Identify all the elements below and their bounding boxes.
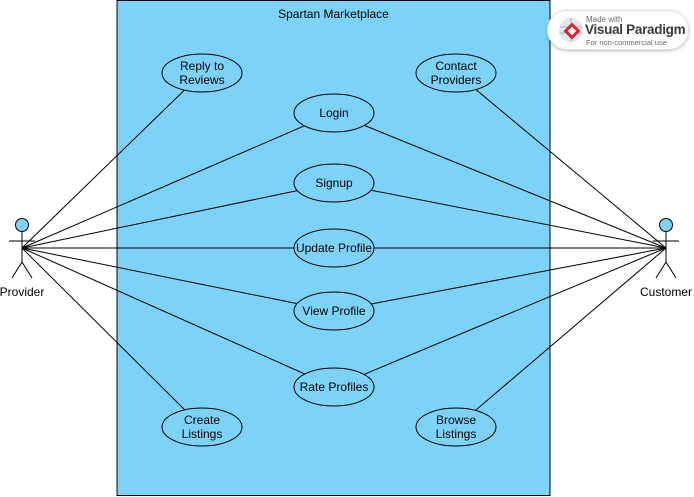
use-case-ellipse xyxy=(293,228,375,268)
actor-customer: Customer xyxy=(640,218,692,299)
watermark-brand: Visual Paradigm xyxy=(585,22,686,37)
use-case-label: Listings xyxy=(182,427,223,441)
use-case-view-profile: View Profile xyxy=(293,291,375,331)
use-case-login: Login xyxy=(293,93,375,133)
watermark-license-note: For non-commercial use xyxy=(586,38,667,47)
association-provider-view-profile xyxy=(21,247,298,305)
association-provider-create-listings xyxy=(21,247,186,411)
use-case-ellipse xyxy=(293,93,375,133)
use-case-label: Listings xyxy=(436,427,477,441)
association-provider-signup xyxy=(21,190,298,249)
use-case-ellipse xyxy=(293,291,375,331)
use-case-label: Update Profile xyxy=(296,241,372,255)
visual-paradigm-logo-icon xyxy=(559,18,583,42)
actor-provider: Provider xyxy=(0,218,44,299)
stick-figure-icon xyxy=(653,218,679,279)
association-customer-browse-listings xyxy=(475,247,667,411)
use-case-ellipse xyxy=(161,407,243,447)
stick-figure-icon xyxy=(9,218,35,279)
use-case-label: Login xyxy=(319,106,348,120)
use-case-signup: Signup xyxy=(293,163,375,203)
use-case-label: Create xyxy=(184,413,220,427)
actor-label: Provider xyxy=(0,285,44,299)
use-case-label: Providers xyxy=(431,73,482,87)
use-case-rate-profiles: Rate Profiles xyxy=(293,367,375,407)
association-customer-login xyxy=(364,124,667,249)
use-case-ellipse xyxy=(293,367,375,407)
use-case-label: View Profile xyxy=(302,304,365,318)
use-case-ellipse xyxy=(293,163,375,203)
association-customer-view-profile xyxy=(371,247,667,305)
use-case-ellipse xyxy=(415,407,497,447)
use-case-label: Reviews xyxy=(179,73,224,87)
association-provider-rate-profiles xyxy=(21,247,306,375)
association-provider-reply-to-reviews xyxy=(21,89,185,249)
actor-label: Customer xyxy=(640,285,692,299)
association-customer-rate-profiles xyxy=(363,247,667,375)
use-case-ellipse xyxy=(415,53,497,93)
association-customer-signup xyxy=(370,189,667,249)
use-case-label: Rate Profiles xyxy=(300,380,369,394)
association-lines xyxy=(21,89,667,411)
system-title: Spartan Marketplace xyxy=(278,7,389,21)
use-case-label: Signup xyxy=(315,176,353,190)
watermark-made-with: Made with xyxy=(586,15,623,24)
use-case-update-profile: Update Profile xyxy=(293,228,375,268)
use-case-label: Contact xyxy=(435,59,477,73)
use-case-label: Browse xyxy=(436,413,476,427)
association-customer-contact-providers xyxy=(475,89,667,249)
association-provider-login xyxy=(21,125,305,249)
use-case-label: Reply to xyxy=(180,59,224,73)
actors: Provider Customer xyxy=(0,218,692,299)
use-case-ellipse xyxy=(161,53,243,93)
visual-paradigm-watermark: Made with Visual Paradigm For non-commer… xyxy=(547,10,689,50)
